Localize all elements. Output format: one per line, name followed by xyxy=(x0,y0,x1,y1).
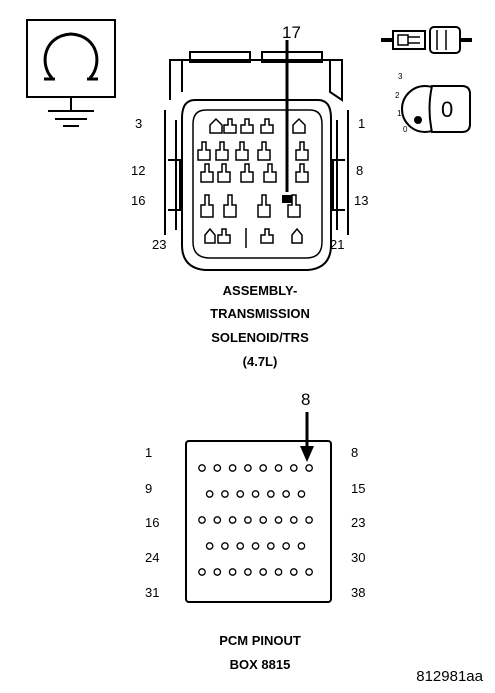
connector-caption-line-2: TRANSMISSION xyxy=(210,306,310,321)
solenoid-connector xyxy=(164,51,349,271)
pcm-row-5-right-label: 38 xyxy=(351,585,366,600)
key-position-3: 3 xyxy=(398,72,403,81)
pcm-caption-line-2: BOX 8815 xyxy=(229,657,291,672)
connector-pin-16-label: 16 xyxy=(131,193,146,208)
pcm-pin-hole xyxy=(236,542,245,550)
ignition-key-icon: 3 2 1 0 0 xyxy=(395,72,471,134)
connector-pin-3-label: 3 xyxy=(135,116,143,131)
pcm-row-2-right-label: 15 xyxy=(351,481,366,496)
pcm-pin-hole xyxy=(289,516,298,524)
pcm-row-2-left-label: 9 xyxy=(145,481,153,496)
key-position-0: 0 xyxy=(403,125,408,134)
pcm-pin-hole xyxy=(221,542,229,550)
pcm-pin-hole xyxy=(282,490,290,498)
pcm-pin-hole xyxy=(259,464,268,472)
pcm-row-4-left-label: 24 xyxy=(145,550,160,565)
pcm-pin-hole xyxy=(198,568,206,576)
pcm-pin-hole xyxy=(244,516,252,524)
pcm-pin-hole xyxy=(236,490,245,498)
pcm-pin-hole xyxy=(213,568,222,576)
pcm-caption-line-1: PCM PINOUT xyxy=(219,633,301,648)
pin-8-callout-arrow xyxy=(300,412,314,462)
pcm-pin-hole xyxy=(274,464,283,472)
pcm-pin-hole xyxy=(259,516,268,524)
pcm-pin-hole xyxy=(297,490,306,498)
connector-pin-12-label: 12 xyxy=(131,163,146,178)
pcm-row-3-left-label: 16 xyxy=(145,515,160,530)
pcm-pin-hole xyxy=(251,490,260,498)
pcm-pin-hole xyxy=(213,516,222,524)
pcm-pin-hole xyxy=(274,568,283,576)
connector-caption-line-3: SOLENOID/TRS xyxy=(211,330,309,345)
pcm-row-1-left-label: 1 xyxy=(145,445,153,460)
pcm-pin-hole xyxy=(259,568,268,576)
pcm-pin-hole xyxy=(221,490,229,498)
pin-17-label: 17 xyxy=(282,23,301,42)
connector-pin-1-label: 1 xyxy=(358,116,366,131)
pcm-pin-hole xyxy=(205,490,214,498)
pcm-pin-hole xyxy=(297,542,306,550)
pcm-connector xyxy=(185,440,332,603)
pcm-pin-hole xyxy=(251,542,260,550)
pcm-pin-hole xyxy=(228,568,237,576)
pcm-pin-hole xyxy=(289,464,298,472)
ohmmeter-icon xyxy=(26,19,116,127)
pcm-pin-hole xyxy=(305,568,313,576)
pcm-pin-hole xyxy=(305,464,313,472)
connector-pin-8-label: 8 xyxy=(356,163,364,178)
pcm-pin-hole xyxy=(244,464,252,472)
pcm-pin-hole xyxy=(266,490,275,498)
pcm-pin-hole xyxy=(213,464,222,472)
pcm-pin-hole xyxy=(228,516,237,524)
connector-caption-line-4: (4.7L) xyxy=(242,354,278,369)
pcm-row-5-left-label: 31 xyxy=(145,585,160,600)
disconnected-connector-icon xyxy=(381,26,472,54)
pcm-row-1-right-label: 8 xyxy=(351,445,359,460)
pcm-pin-grid xyxy=(198,464,313,576)
pcm-pin-hole xyxy=(274,516,283,524)
connector-pin-13-label: 13 xyxy=(354,193,369,208)
connector-pin-23-label: 23 xyxy=(152,237,167,252)
pcm-row-3-right-label: 23 xyxy=(351,515,366,530)
connector-caption-line-1: ASSEMBLY- xyxy=(222,283,298,298)
pcm-pin-hole xyxy=(198,464,206,472)
pcm-row-4-right-label: 30 xyxy=(351,550,366,565)
figure-id: 812981aa xyxy=(416,668,483,685)
key-label: 0 xyxy=(441,97,453,122)
pcm-pin-hole xyxy=(305,516,313,524)
key-position-2: 2 xyxy=(395,91,400,100)
pcm-pin-hole xyxy=(244,568,252,576)
pcm-pin-hole xyxy=(266,542,275,550)
pcm-pin-hole xyxy=(282,542,290,550)
pcm-pin-hole xyxy=(289,568,298,576)
pcm-pin-8-callout-label: 8 xyxy=(301,390,311,409)
pcm-pin-hole xyxy=(198,516,206,524)
connector-pin-21-label: 21 xyxy=(330,237,345,252)
pcm-pin-hole xyxy=(205,542,214,550)
pcm-pin-hole xyxy=(228,464,237,472)
key-position-1: 1 xyxy=(397,109,402,118)
